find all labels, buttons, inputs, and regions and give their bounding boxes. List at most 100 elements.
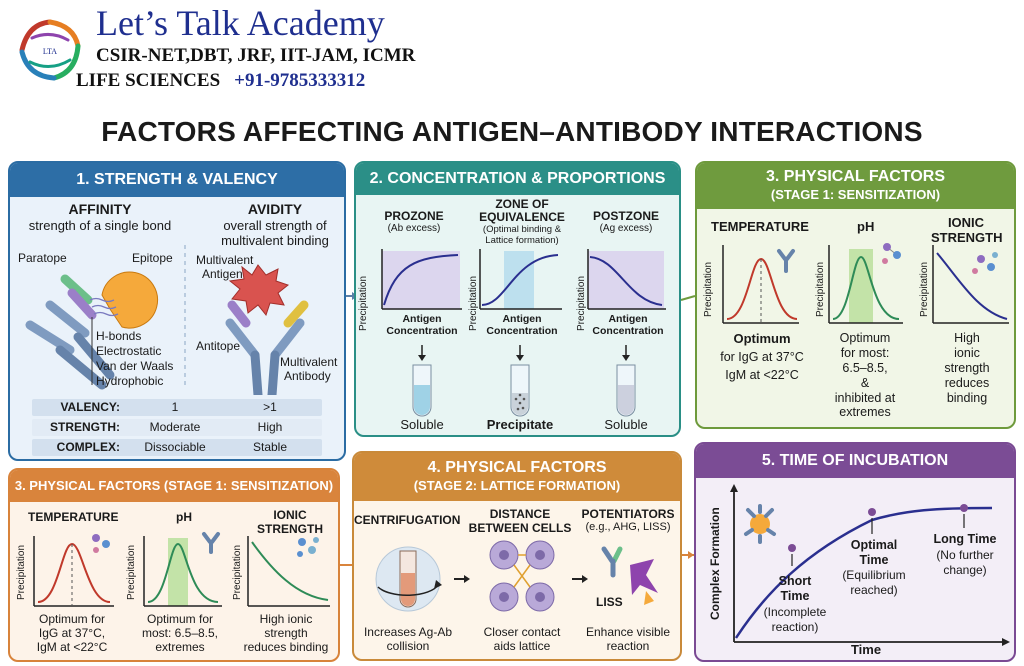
equivalence-heading-2: EQUIVALENCE [479, 210, 565, 224]
ionic-note-3: reduces binding [243, 640, 329, 654]
ph-note-3: extremes [155, 640, 205, 654]
panel-concentration-proportions: 2. CONCENTRATION & PROPORTIONS PROZONE (… [354, 161, 681, 437]
distance-note-1: Closer contact [483, 625, 561, 639]
ph-optimum-band [168, 538, 188, 606]
postzone-curve [589, 256, 663, 306]
temperature-heading: TEMPERATURE [28, 510, 119, 524]
distance-heading-2: BETWEEN CELLS [468, 521, 572, 535]
ph-note-2: most: 6.5–8.5, [141, 626, 219, 640]
complex-avidity: Stable [252, 440, 288, 454]
antibody-icon [777, 249, 795, 273]
ph-note-3: 6.5–8.5, [842, 361, 888, 375]
valency-avidity: >1 [263, 400, 277, 414]
antigen-axis-label-2: Concentration [486, 325, 558, 337]
postzone-sub: (Ag excess) [599, 223, 653, 234]
temperature-heading: TEMPERATURE [711, 219, 809, 234]
optimal-time-note-1: (Equilibrium [842, 568, 906, 582]
logo-text: LTA [43, 47, 57, 56]
short-time-note-2: reaction) [771, 620, 819, 634]
paratope-label: Paratope [18, 251, 67, 265]
multivalent-antigen-shape [228, 264, 290, 317]
precipitation-axis-label: Precipitation [358, 275, 369, 331]
ph-note-1: Optimum [839, 331, 891, 345]
stage1-graphs [722, 243, 1009, 324]
affinity-heading: AFFINITY [68, 201, 132, 217]
equivalence-curve [481, 254, 559, 306]
table-row [32, 419, 322, 436]
antibody-affinity [25, 274, 115, 390]
ionic-heading-2: STRENGTH [931, 230, 1003, 245]
ph-curve [832, 255, 900, 320]
incubation-graph [730, 484, 1010, 646]
time-axis-label: Time [850, 642, 882, 657]
bond-type: Hydrophobic [96, 374, 164, 388]
brand-subtitle-line2: LIFE SCIENCES+91-9785333312 [76, 70, 365, 92]
equivalence-sub-1: (Optimal binding & [482, 224, 562, 235]
panel-title: 1. STRENGTH & VALENCY [10, 163, 344, 197]
molecule-icon [92, 534, 110, 553]
panel-title: 3. PHYSICAL FACTORS [766, 168, 945, 185]
panel-title-block: 3. PHYSICAL FACTORS (STAGE 1: SENSITIZAT… [697, 163, 1014, 209]
affinity-description: strength of a single bond [28, 218, 172, 233]
precipitation-axis-label: Precipitation [919, 261, 930, 317]
panel-physical-factors-stage1: 3. PHYSICAL FACTORS (STAGE 1: SENSITIZAT… [695, 161, 1016, 429]
precipitate-dots [514, 393, 526, 411]
academy-logo: LTA [19, 19, 81, 81]
bond-type: H-bonds [96, 329, 142, 343]
ph-note-4: & [860, 376, 870, 390]
axes [381, 249, 462, 310]
ionic-note-4: reduces [944, 376, 990, 390]
axes [722, 245, 799, 324]
stage1-mini-graphs [33, 532, 330, 607]
avidity-description-1: overall strength of [223, 218, 327, 233]
potentiator-antibodies [601, 546, 623, 578]
temperature-note-2: IgG at 37°C, [38, 626, 106, 640]
prozone-heading: PROZONE [384, 209, 444, 223]
antigen-axis-label-1: Antigen [402, 313, 442, 325]
axes [143, 536, 222, 607]
ph-note-6: extremes [839, 405, 891, 419]
prozone-sub: (Ab excess) [387, 223, 441, 234]
antigen-axis-label-1: Antigen [502, 313, 542, 325]
short-time-label-1: Short [778, 574, 812, 588]
epitope-label: Epitope [132, 251, 173, 265]
potentiators-note-1: Enhance visible [585, 625, 671, 639]
antigen-axis-label-1: Antigen [608, 313, 648, 325]
complex-label: COMPLEX: [56, 440, 120, 454]
temperature-curve [37, 542, 111, 603]
optimal-time-label-2: Time [859, 553, 889, 567]
ionic-heading-1: IONIC [947, 215, 985, 230]
ions-icon [297, 537, 319, 557]
strength-avidity: High [257, 420, 283, 434]
short-time-marker [788, 544, 796, 552]
short-time-note-1: (Incomplete [763, 605, 827, 619]
antitope-label: Antitope [196, 339, 241, 353]
antibody-icon [202, 532, 220, 554]
panel-physical-factors-stage2: 4. PHYSICAL FACTORS (STAGE 2: LATTICE FO… [352, 451, 682, 661]
affinity-avidity-illustration [25, 245, 309, 395]
temperature-optimum: Optimum [733, 331, 791, 346]
soluble-label: Soluble [604, 417, 648, 432]
rotation-arrow [377, 584, 439, 596]
precipitation-axis-label: Precipitation [126, 544, 137, 600]
panel-title: 4. PHYSICAL FACTORS [427, 459, 607, 476]
temperature-note-1: Optimum for [38, 612, 105, 626]
brand-phone: +91-9785333312 [234, 70, 366, 91]
precipitation-axis-label: Precipitation [703, 261, 714, 317]
panel-subtitle: (STAGE 2: LATTICE FORMATION) [413, 478, 621, 493]
multivalent-antibody-label-1: Multivalent [280, 355, 338, 369]
equivalence-sub-2: Lattice formation) [485, 235, 559, 246]
complex-affinity: Dissociable [144, 440, 206, 454]
prozone-curve [383, 254, 459, 306]
temperature-note-1: for IgG at 37°C [720, 350, 804, 364]
optimal-time-marker [868, 508, 876, 516]
potentiators-heading: POTENTIATORS [581, 507, 675, 521]
main-title: FACTORS AFFECTING ANTIGEN–ANTIBODY INTER… [101, 116, 923, 147]
antibody-avidity [225, 300, 309, 395]
axes [479, 249, 562, 310]
temperature-note-3: IgM at <22°C [36, 640, 108, 654]
bond-type: Electrostatic [96, 344, 162, 358]
complex-formation-axis-label: Complex Formation [708, 507, 722, 620]
down-arrows [421, 345, 627, 357]
long-time-marker [960, 504, 968, 512]
